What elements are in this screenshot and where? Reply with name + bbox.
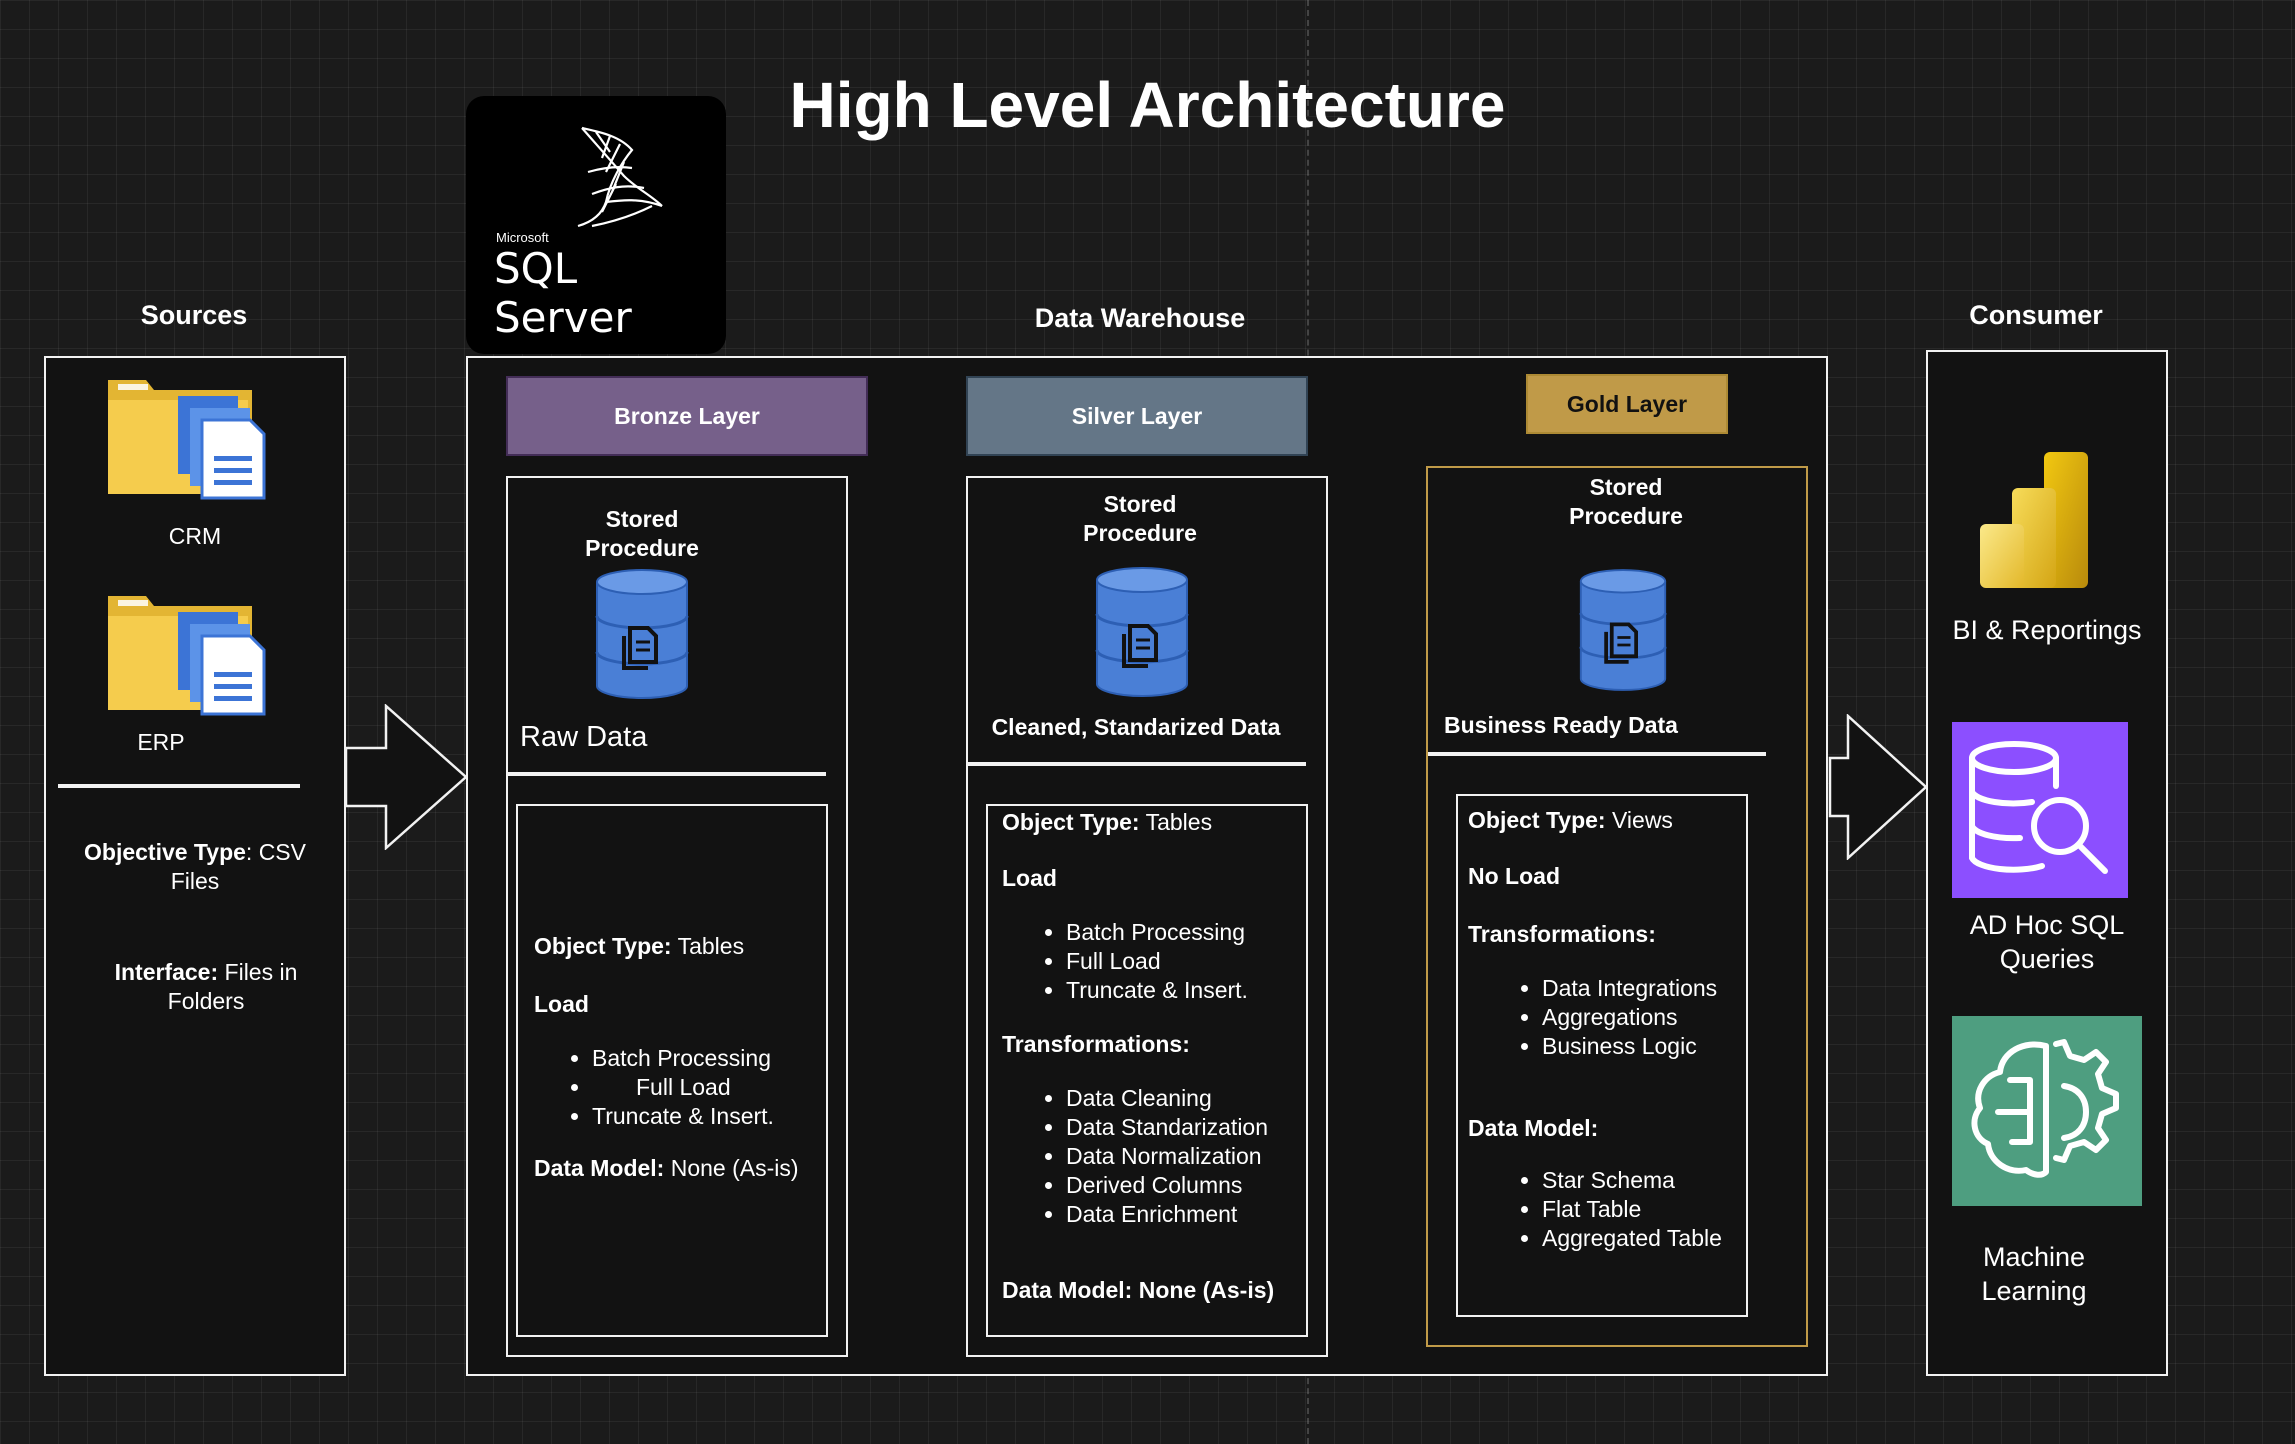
- interface-text: Interface: Files in Folders: [86, 958, 326, 1016]
- gold-divider: [1428, 752, 1766, 756]
- consumer-panel: BI & Reportings AD Hoc SQL Queries Machi…: [1926, 350, 2168, 1376]
- bronze-object-type-value: Tables: [671, 933, 745, 959]
- list-item: Data Standarization: [1066, 1113, 1268, 1142]
- sql-server-icon: [577, 126, 663, 228]
- list-item: Truncate & Insert.: [592, 1102, 774, 1131]
- bronze-caption: Raw Data: [520, 721, 648, 753]
- bronze-load-label: Load: [534, 991, 589, 1017]
- power-bi-icon: [1980, 452, 2088, 588]
- flow-arrow-sources-to-bronze: [344, 704, 468, 850]
- gold-caption: Business Ready Data: [1444, 712, 1678, 738]
- list-item: Data Normalization: [1066, 1142, 1268, 1171]
- sources-divider: [58, 784, 300, 788]
- sql-logo-brand: Microsoft: [496, 230, 549, 245]
- list-item: Truncate & Insert.: [1066, 976, 1248, 1005]
- list-item: Flat Table: [1542, 1195, 1722, 1224]
- list-item: Data Enrichment: [1066, 1200, 1268, 1229]
- folder-files-icon: [108, 380, 266, 500]
- bronze-data-model: Data Model: None (As-is): [534, 1154, 799, 1183]
- gold-details-box: Object Type: Views No Load Transformatio…: [1456, 794, 1748, 1317]
- consumer-sql-label: AD Hoc SQL Queries: [1969, 910, 2125, 974]
- gold-stored-procedure: Stored Procedure: [1569, 474, 1683, 529]
- consumer-header: Consumer: [1969, 300, 2103, 330]
- silver-transformations-label: Transformations:: [1002, 1031, 1190, 1057]
- database-icon: [1095, 567, 1189, 697]
- silver-load-label: Load: [1002, 865, 1057, 891]
- bronze-details-box: Object Type: Tables Load Batch Processin…: [516, 804, 828, 1337]
- bronze-object-type-label: Object Type:: [534, 933, 672, 959]
- bronze-data-model-value: None (As-is): [664, 1155, 799, 1181]
- gold-object-type-value: Views: [1605, 807, 1673, 833]
- list-item: Full Load: [1066, 947, 1248, 976]
- sql-logo-product: SQL Server: [494, 244, 632, 342]
- silver-object-type-value: Tables: [1139, 809, 1213, 835]
- silver-load-list: Batch Processing Full Load Truncate & In…: [1040, 918, 1248, 1005]
- silver-object-type-label: Object Type:: [1002, 809, 1140, 835]
- list-item: Data Integrations: [1542, 974, 1717, 1003]
- silver-stored-procedure: Stored Procedure: [1083, 491, 1197, 546]
- gold-transformations-label: Transformations:: [1468, 921, 1656, 947]
- objective-type-text: Objective Type: CSV Files: [66, 838, 324, 896]
- database-icon: [595, 569, 689, 699]
- list-item: Business Logic: [1542, 1032, 1717, 1061]
- gold-layer-tag: Gold Layer: [1526, 374, 1728, 434]
- folder-files-icon: [108, 596, 266, 716]
- silver-data-model: Data Model: None (As-is): [1002, 1277, 1275, 1303]
- bronze-layer-tag: Bronze Layer: [506, 376, 868, 456]
- silver-caption: Cleaned, Standarized Data: [991, 714, 1281, 740]
- source-erp-label: ERP: [137, 729, 185, 755]
- interface-value: Files in Folders: [167, 959, 298, 1014]
- list-item: Batch Processing: [592, 1044, 774, 1073]
- source-crm-label: CRM: [168, 523, 222, 549]
- silver-transformations-list: Data Cleaning Data Standarization Data N…: [1040, 1084, 1268, 1229]
- gold-data-model-label: Data Model:: [1468, 1115, 1599, 1141]
- list-item: Aggregations: [1542, 1003, 1717, 1032]
- consumer-bi-label: BI & Reportings: [1952, 615, 2142, 645]
- silver-divider: [968, 762, 1306, 766]
- warehouse-header: Data Warehouse: [1034, 303, 1246, 333]
- gold-transformations-list: Data Integrations Aggregations Business …: [1516, 974, 1717, 1061]
- bronze-data-model-label: Data Model:: [534, 1155, 665, 1181]
- list-item: Batch Processing: [1066, 918, 1248, 947]
- sql-query-icon: [1952, 722, 2128, 898]
- sources-header: Sources: [140, 300, 248, 330]
- bronze-stored-procedure: Stored Procedure: [585, 506, 699, 561]
- gold-object-type: Object Type: Views: [1468, 806, 1673, 835]
- bronze-object-type: Object Type: Tables: [534, 932, 744, 961]
- bronze-load-list: Batch Processing Full Load Truncate & In…: [566, 1044, 774, 1131]
- list-item: Aggregated Table: [1542, 1224, 1722, 1253]
- machine-learning-icon: [1952, 1016, 2142, 1206]
- interface-label: Interface:: [114, 959, 219, 985]
- sources-panel: CRM ERP Objective Type: CSV Files Interf…: [44, 356, 346, 1376]
- objective-type-label: Objective Type: [84, 839, 246, 865]
- flow-arrow-warehouse-to-consumer: [1828, 714, 1928, 860]
- objective-type-value: : CSV Files: [170, 839, 306, 894]
- silver-layer-tag: Silver Layer: [966, 376, 1308, 456]
- list-item: Derived Columns: [1066, 1171, 1268, 1200]
- bronze-divider: [508, 772, 826, 776]
- silver-object-type: Object Type: Tables: [1002, 808, 1212, 837]
- gold-load-label: No Load: [1468, 863, 1560, 889]
- gold-data-model-list: Star Schema Flat Table Aggregated Table: [1516, 1166, 1722, 1253]
- silver-details-box: Object Type: Tables Load Batch Processin…: [986, 804, 1308, 1337]
- list-item: Full Load: [592, 1073, 774, 1102]
- list-item: Data Cleaning: [1066, 1084, 1268, 1113]
- consumer-ml-label: Machine Learning: [1981, 1242, 2087, 1306]
- page-title: High Level Architecture: [789, 69, 1506, 141]
- list-item: Star Schema: [1542, 1166, 1722, 1195]
- gold-object-type-label: Object Type:: [1468, 807, 1606, 833]
- database-icon: [1579, 569, 1667, 691]
- sql-server-logo: Microsoft SQL Server: [466, 96, 726, 354]
